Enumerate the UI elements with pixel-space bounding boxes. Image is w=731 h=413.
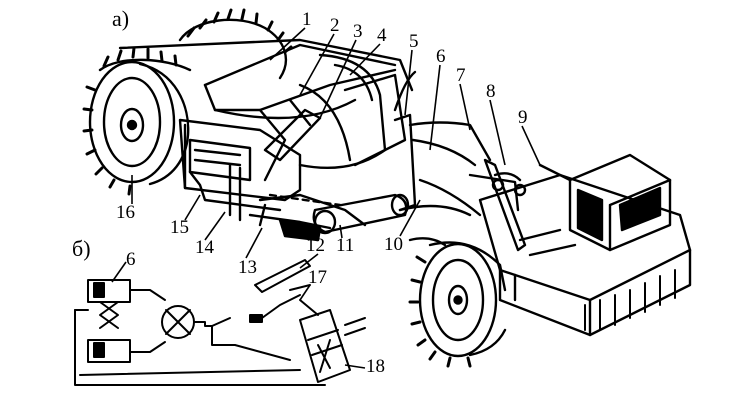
callout-15: 15 <box>170 217 189 238</box>
callout-6-schematic: 6 <box>126 249 136 270</box>
callout-9: 9 <box>518 107 528 128</box>
callout-3: 3 <box>353 21 363 42</box>
scraper-bowl <box>118 38 414 230</box>
tractor-wheel <box>408 237 507 368</box>
callout-11: 11 <box>336 235 355 256</box>
cutting-roller <box>312 193 410 235</box>
callout-13: 13 <box>238 257 257 278</box>
callout-4: 4 <box>377 25 387 46</box>
hitch-cylinders <box>468 158 572 252</box>
hydraulic-schematic <box>74 259 366 386</box>
callout-7: 7 <box>456 65 466 86</box>
callout-5: 5 <box>409 31 419 52</box>
callout-12: 12 <box>306 235 325 256</box>
apron <box>298 53 387 170</box>
callout-1: 1 <box>302 9 312 30</box>
cutting-blade <box>258 203 322 242</box>
callout-10: 10 <box>384 234 403 255</box>
callout-2: 2 <box>330 15 340 36</box>
callout-14: 14 <box>195 237 214 258</box>
callout-6: 6 <box>436 46 446 67</box>
tractor-cab <box>568 153 672 252</box>
callout-17: 17 <box>308 267 327 288</box>
panel-label-a: а) <box>112 6 130 31</box>
callout-18: 18 <box>366 356 385 377</box>
draft-frame <box>393 70 492 217</box>
panel-label-b: б) <box>72 236 91 261</box>
callout-8: 8 <box>486 81 496 102</box>
callout-16: 16 <box>116 202 135 223</box>
